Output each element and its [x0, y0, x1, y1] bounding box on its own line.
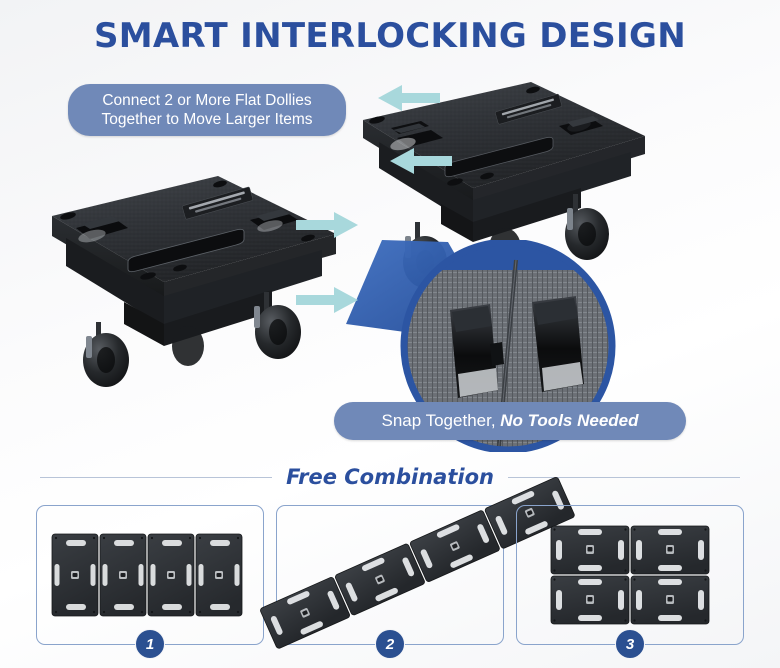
panel-1-artwork: [37, 506, 263, 644]
arrow-left-upper-icon: [378, 85, 440, 111]
callout-plain-text: Snap Together,: [381, 411, 496, 430]
panel-2-badge: 2: [375, 629, 405, 659]
callout-line-1: Connect 2 or More Flat Dollies: [102, 92, 312, 109]
arrow-left-lower-icon: [390, 148, 452, 174]
combination-panels: 1: [36, 475, 744, 659]
dolly-left: [40, 150, 360, 390]
combination-panel-1[interactable]: 1: [36, 505, 264, 659]
divider-rule-left: [40, 476, 273, 478]
free-combination-label: Free Combination: [286, 465, 494, 489]
divider-rule-right: [507, 476, 741, 478]
panel-3-badge: 3: [615, 629, 645, 659]
magnifier-detail-inset: [330, 240, 690, 452]
arrow-right-lower-icon: [296, 287, 358, 313]
panel-3-artwork: [517, 506, 743, 644]
callout-snap-together: Snap Together, No Tools Needed: [334, 402, 686, 440]
hero-scene: Connect 2 or More Flat Dollies Together …: [0, 62, 780, 452]
panel-2-artwork: [259, 475, 576, 650]
combination-panel-3[interactable]: 3: [516, 505, 744, 659]
panel-1-badge: 1: [135, 629, 165, 659]
arrow-right-upper-icon: [296, 212, 358, 238]
combination-panel-2[interactable]: 2: [259, 475, 576, 659]
callout-line-2: Together to Move Larger Items: [101, 111, 313, 128]
callout-connect-dollies: Connect 2 or More Flat Dollies Together …: [68, 84, 346, 136]
callout-emphasis-text: No Tools Needed: [500, 411, 639, 430]
page-title: SMART INTERLOCKING DESIGN: [94, 16, 686, 56]
free-combination-divider: Free Combination: [40, 462, 741, 492]
